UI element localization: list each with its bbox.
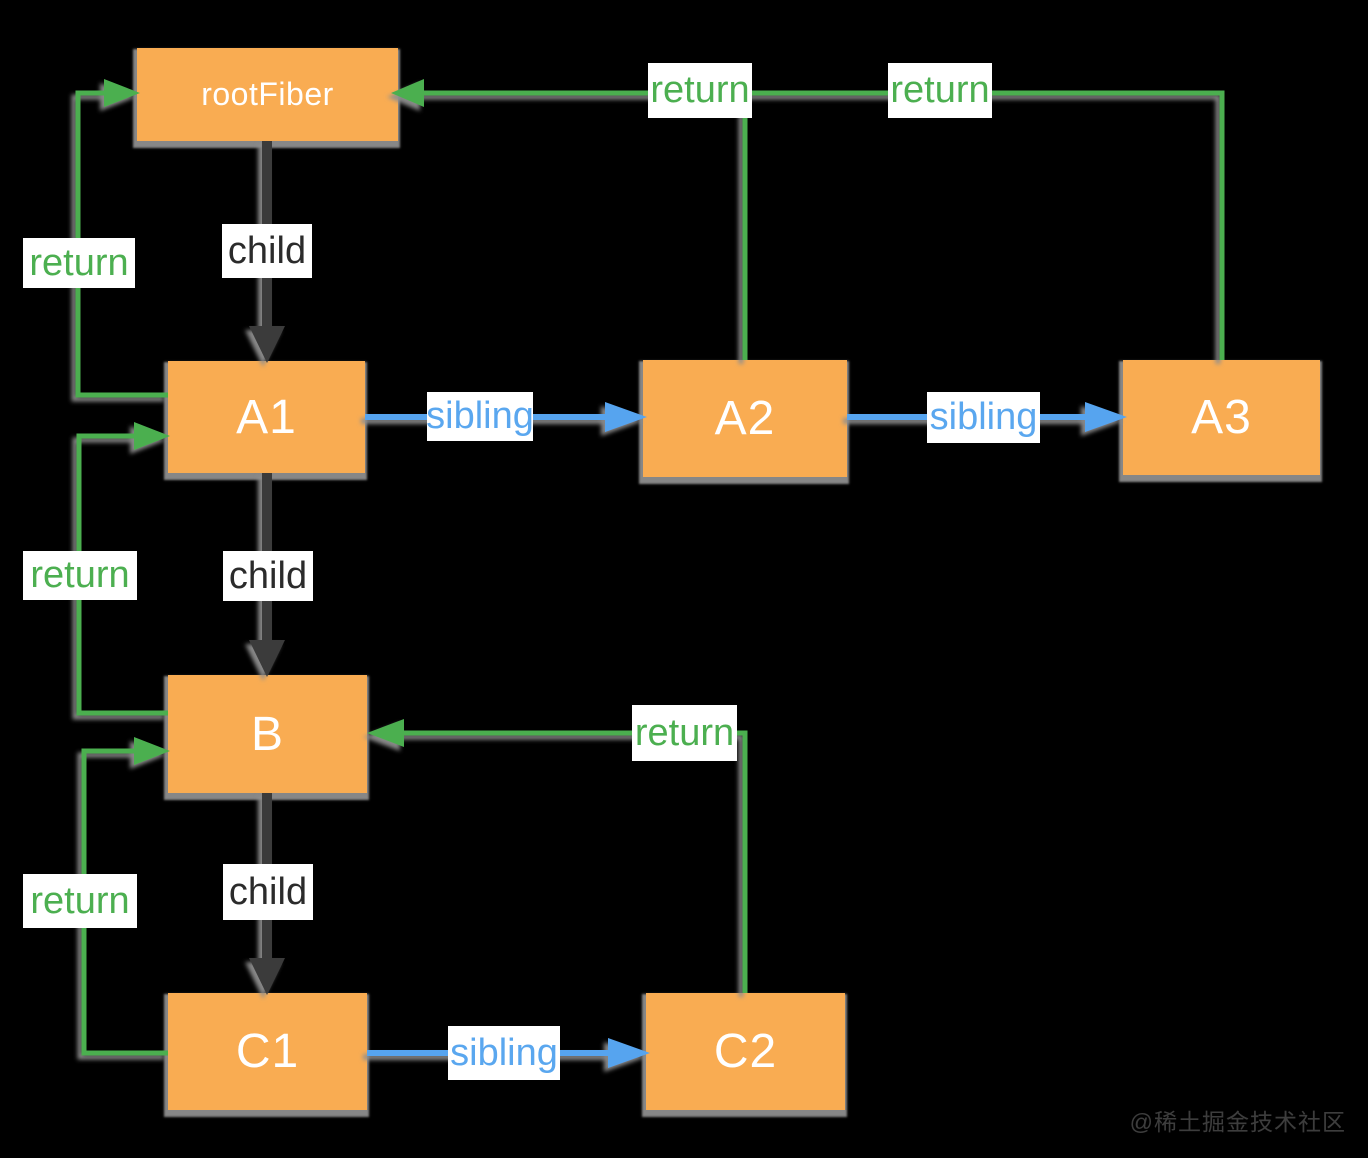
return-label-c2-b: return [632, 705, 737, 761]
sibling-label-a1-a2: sibling [426, 392, 534, 441]
return-edge-a3-rootfiber [745, 90, 1225, 360]
child-label-rootfiber-a1: child [222, 224, 312, 278]
node-a2: A2 [643, 360, 847, 477]
return-label-c1-b: return [23, 874, 137, 928]
sibling-label-a2-a3: sibling [927, 392, 1040, 443]
child-label-a1-b: child [223, 551, 313, 601]
return-edge-a2-rootfiber [391, 79, 748, 360]
sibling-label-c1-c2: sibling [448, 1026, 560, 1080]
node-a1: A1 [168, 361, 365, 473]
node-rootfiber: rootFiber [137, 48, 398, 141]
return-label-b-a1: return [23, 551, 137, 600]
node-c2: C2 [646, 993, 845, 1110]
node-b: B [168, 675, 367, 793]
node-a3: A3 [1123, 360, 1320, 475]
return-label-a1-rootfiber: return [23, 238, 135, 288]
return-label-a3-rootfiber: return [888, 63, 992, 118]
return-label-a2-rootfiber: return [648, 63, 752, 118]
node-c1: C1 [168, 993, 367, 1110]
watermark: @稀土掘金技术社区 [1129, 1109, 1346, 1135]
child-label-b-c1: child [223, 864, 313, 920]
